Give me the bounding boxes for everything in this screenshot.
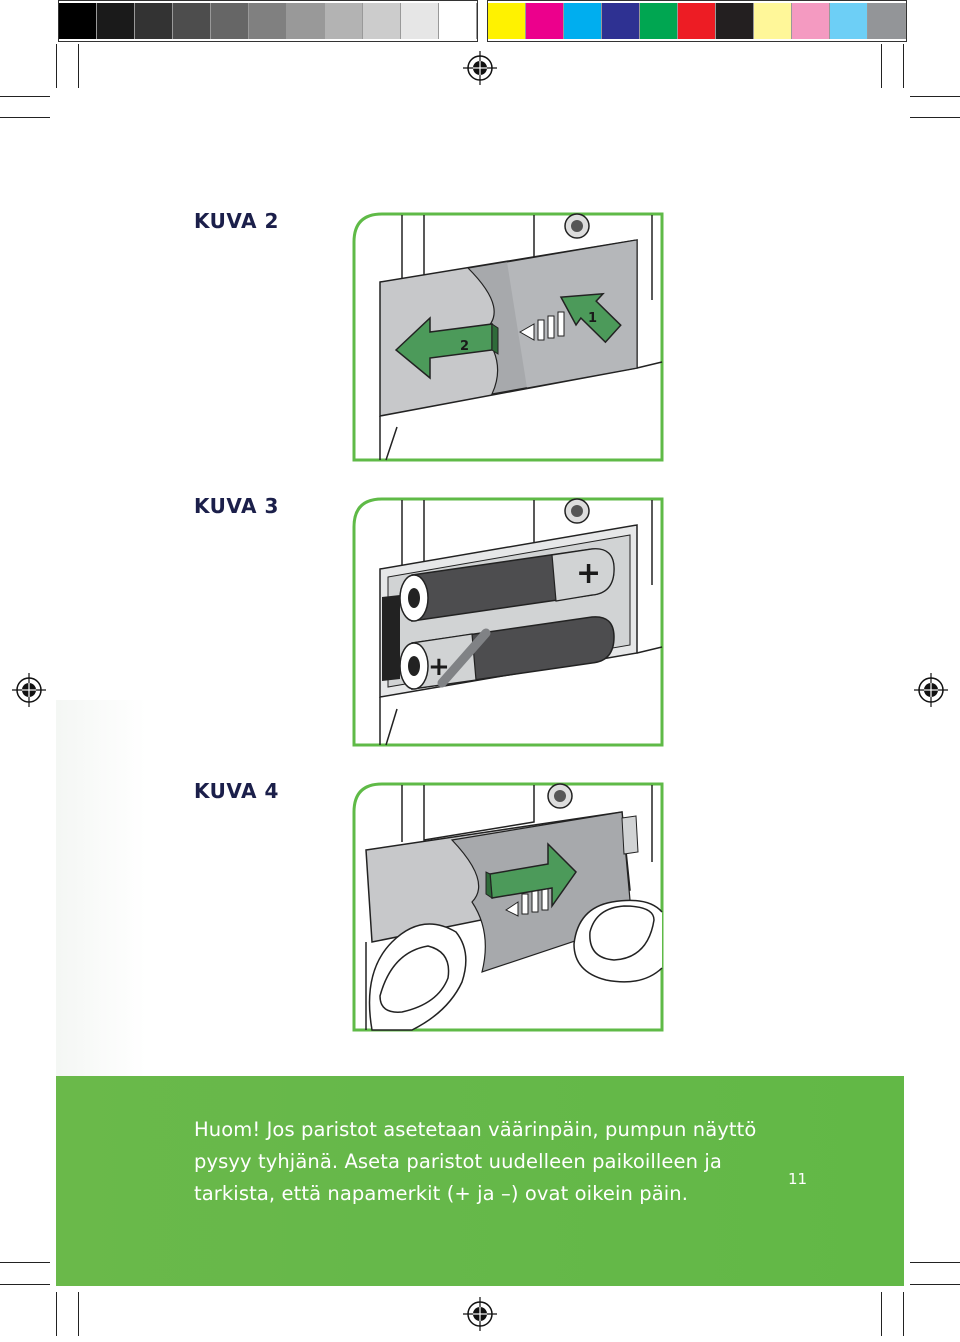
color-swatch bbox=[868, 3, 906, 39]
registration-mark-icon bbox=[463, 1297, 497, 1331]
crop-mark bbox=[881, 44, 882, 88]
battery-cover-removal-illustration: 2 1 bbox=[352, 212, 664, 462]
screw-icon bbox=[547, 783, 573, 809]
crop-mark bbox=[0, 1284, 50, 1285]
crop-mark bbox=[0, 1262, 50, 1263]
color-swatch bbox=[363, 3, 401, 39]
figure-label-kuva-3: KUVA 3 bbox=[194, 494, 279, 518]
registration-mark-icon bbox=[463, 51, 497, 85]
color-swatch bbox=[249, 3, 287, 39]
color-swatch bbox=[211, 3, 249, 39]
crop-mark bbox=[881, 1292, 882, 1336]
crop-mark bbox=[910, 117, 960, 118]
arrow-number-2: 2 bbox=[460, 339, 469, 354]
screw-icon bbox=[564, 498, 590, 524]
note-line-2: pysyy tyhjänä. Aseta paristot uudelleen … bbox=[194, 1150, 722, 1173]
color-swatch bbox=[173, 3, 211, 39]
crop-mark bbox=[0, 117, 50, 118]
color-swatch bbox=[640, 3, 678, 39]
note-text: Huom! Jos paristot asetetaan väärinpäin,… bbox=[194, 1114, 774, 1210]
battery-bottom: + bbox=[399, 616, 615, 690]
crop-mark bbox=[78, 1292, 79, 1336]
note-panel: Huom! Jos paristot asetetaan väärinpäin,… bbox=[56, 1076, 904, 1286]
screw-icon bbox=[564, 213, 590, 239]
crop-mark bbox=[910, 96, 960, 97]
crop-mark bbox=[910, 1262, 960, 1263]
arrow-right-icon bbox=[485, 842, 577, 909]
color-swatch bbox=[287, 3, 325, 39]
arrow-number-1: 1 bbox=[588, 311, 597, 326]
battery-insertion-illustration: + + bbox=[352, 497, 664, 747]
figure-label-kuva-4: KUVA 4 bbox=[194, 779, 279, 803]
color-swatch bbox=[678, 3, 716, 39]
crop-mark bbox=[78, 44, 79, 88]
registration-mark-icon bbox=[12, 673, 46, 707]
background-fade bbox=[56, 700, 146, 1076]
crop-mark bbox=[910, 1284, 960, 1285]
arrow-right-icon bbox=[559, 292, 622, 344]
note-line-1: Huom! Jos paristot asetetaan väärinpäin,… bbox=[194, 1118, 757, 1141]
process-color-bar bbox=[487, 0, 907, 42]
color-swatch bbox=[401, 3, 439, 39]
crop-mark bbox=[903, 44, 904, 88]
color-swatch bbox=[830, 3, 868, 39]
slide-grip-icon bbox=[518, 311, 565, 341]
battery-top: + bbox=[399, 548, 615, 622]
color-swatch bbox=[526, 3, 564, 39]
page-number: 11 bbox=[788, 1170, 808, 1188]
color-swatch bbox=[135, 3, 173, 39]
color-swatch bbox=[488, 3, 526, 39]
crop-mark bbox=[56, 44, 57, 88]
thumb-left bbox=[368, 923, 467, 1031]
color-swatch bbox=[754, 3, 792, 39]
color-swatch bbox=[716, 3, 754, 39]
battery-cover-closing-illustration bbox=[352, 782, 664, 1032]
figure-label-kuva-2: KUVA 2 bbox=[194, 209, 279, 233]
color-swatch bbox=[602, 3, 640, 39]
thumb-right bbox=[573, 899, 663, 983]
battery-plus-mark: + bbox=[576, 556, 601, 591]
crop-mark bbox=[903, 1292, 904, 1336]
crop-mark bbox=[56, 1292, 57, 1336]
color-swatch bbox=[59, 3, 97, 39]
crop-mark bbox=[0, 96, 50, 97]
arrow-left-icon bbox=[394, 316, 499, 380]
color-swatch bbox=[564, 3, 602, 39]
color-swatch bbox=[439, 3, 477, 39]
registration-mark-icon bbox=[914, 673, 948, 707]
gray-color-bar bbox=[58, 0, 478, 42]
color-swatch bbox=[325, 3, 363, 39]
note-line-3: tarkista, että napamerkit (+ ja –) ovat … bbox=[194, 1182, 689, 1205]
color-swatch bbox=[97, 3, 135, 39]
color-swatch bbox=[792, 3, 830, 39]
